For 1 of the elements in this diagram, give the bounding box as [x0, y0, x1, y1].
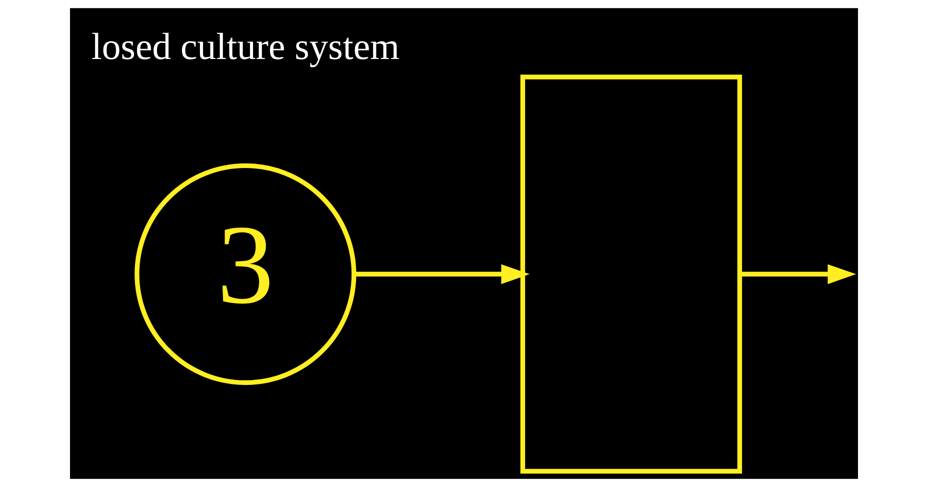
label: losed culture system — [90, 26, 399, 68]
